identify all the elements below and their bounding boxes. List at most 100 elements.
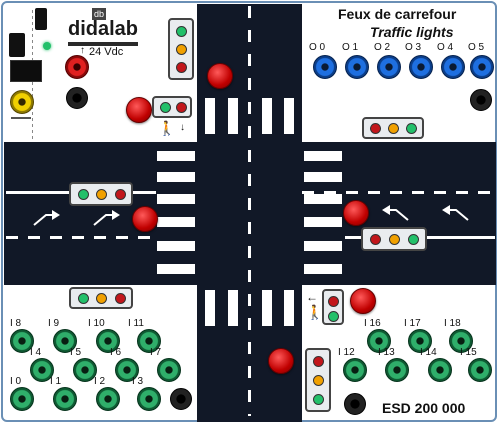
input-socket-10[interactable] — [96, 329, 120, 353]
input-label-12: I 12 — [338, 347, 355, 358]
traffic-light-east-upper — [362, 117, 424, 139]
input-socket-11[interactable] — [137, 329, 161, 353]
pedestrian-button-se[interactable] — [350, 288, 376, 314]
red-lamp — [115, 293, 126, 304]
ground-socket-bottom-left[interactable] — [170, 388, 192, 410]
input-socket-17[interactable] — [408, 329, 432, 353]
output-socket-1[interactable] — [345, 55, 369, 79]
crosswalk-left-6 — [157, 264, 195, 274]
green-lamp — [313, 394, 324, 405]
green-lamp — [408, 234, 419, 245]
power-socket-positive[interactable] — [65, 55, 89, 79]
output-label-1: O 1 — [342, 42, 359, 53]
input-label-17: I 17 — [404, 318, 421, 329]
input-socket-4[interactable] — [30, 358, 54, 382]
input-label-14: I 14 — [420, 347, 437, 358]
input-label-2: I 2 — [94, 376, 106, 387]
orange-lamp — [176, 44, 187, 55]
input-label-15: I 15 — [460, 347, 477, 358]
crosswalk-left-2 — [157, 172, 195, 182]
input-socket-18[interactable] — [449, 329, 473, 353]
input-socket-0[interactable] — [10, 387, 34, 411]
output-socket-5[interactable] — [470, 55, 494, 79]
power-socket-ground[interactable] — [66, 87, 88, 109]
orange-lamp — [313, 375, 324, 386]
input-socket-14[interactable] — [428, 358, 452, 382]
turn-right-arrow-icon — [33, 210, 60, 226]
crosswalk-left-5 — [157, 241, 195, 251]
input-label-8: I 8 — [10, 318, 22, 329]
lane-line-right-upper — [302, 191, 494, 194]
button-east[interactable] — [343, 200, 369, 226]
up-arrow-icon: ↑ — [80, 45, 85, 56]
crosswalk-left-4 — [157, 217, 195, 227]
input-socket-2[interactable] — [96, 387, 120, 411]
input-label-7: I 7 — [150, 347, 162, 358]
brand-logo-bar — [68, 42, 138, 46]
orange-lamp — [389, 234, 400, 245]
fuse-holder[interactable] — [35, 8, 47, 30]
traffic-light-north — [168, 18, 194, 80]
output-socket-4[interactable] — [441, 55, 465, 79]
power-led — [43, 42, 51, 50]
traffic-light-west — [69, 182, 133, 206]
output-label-4: O 4 — [437, 42, 454, 53]
output-label-2: O 2 — [374, 42, 391, 53]
lane-line-left-lower — [6, 236, 156, 239]
red-lamp — [115, 189, 126, 200]
lane-divider-vertical — [248, 6, 251, 416]
pedestrian-light-nw — [152, 96, 192, 118]
output-socket-3[interactable] — [409, 55, 433, 79]
input-socket-7[interactable] — [157, 358, 181, 382]
input-label-0: I 0 — [10, 376, 22, 387]
output-socket-0[interactable] — [313, 55, 337, 79]
crosswalk-right-5 — [304, 241, 342, 251]
input-socket-5[interactable] — [73, 358, 97, 382]
orange-lamp — [96, 293, 107, 304]
ground-socket-top-right[interactable] — [470, 89, 492, 111]
button-west[interactable] — [132, 206, 158, 232]
input-socket-16[interactable] — [367, 329, 391, 353]
crosswalk-top-1 — [205, 98, 215, 134]
pedestrian-icon: 🚶 — [306, 304, 324, 320]
button-north[interactable] — [207, 63, 233, 89]
power-connector[interactable] — [10, 60, 42, 82]
aux-socket[interactable] — [10, 90, 34, 114]
input-socket-9[interactable] — [53, 329, 77, 353]
brand-logo-mark: db — [92, 8, 106, 20]
ground-icon — [11, 117, 31, 127]
traffic-light-west-lower — [69, 287, 133, 309]
turn-right-arrow-icon — [93, 210, 120, 226]
red-lamp — [176, 102, 187, 113]
traffic-light-south — [305, 348, 331, 412]
red-lamp — [370, 234, 381, 245]
input-socket-3[interactable] — [137, 387, 161, 411]
crosswalk-right-2 — [304, 172, 342, 182]
input-socket-8[interactable] — [10, 329, 34, 353]
input-socket-6[interactable] — [115, 358, 139, 382]
crosswalk-bottom-1 — [205, 290, 215, 326]
turn-left-arrow-icon — [382, 205, 409, 221]
brand-name: didalab — [68, 18, 139, 40]
power-switch[interactable] — [9, 33, 25, 57]
input-label-10: I 10 — [88, 318, 105, 329]
input-socket-13[interactable] — [385, 358, 409, 382]
pedestrian-button-nw[interactable] — [126, 97, 152, 123]
input-socket-1[interactable] — [53, 387, 77, 411]
green-lamp — [78, 293, 89, 304]
output-socket-2[interactable] — [377, 55, 401, 79]
model-number: ESD 200 000 — [382, 400, 466, 416]
input-label-11: I 11 — [128, 318, 144, 329]
orange-lamp — [96, 189, 107, 200]
red-lamp — [176, 62, 187, 73]
input-socket-15[interactable] — [468, 358, 492, 382]
input-label-5: I 5 — [70, 347, 82, 358]
crosswalk-right-3 — [304, 194, 342, 204]
crosswalk-top-3 — [262, 98, 272, 134]
input-socket-12[interactable] — [343, 358, 367, 382]
button-south[interactable] — [268, 348, 294, 374]
input-label-1: I 1 — [50, 376, 62, 387]
ground-socket-bottom-right[interactable] — [344, 393, 366, 415]
pedestrian-light-se — [322, 289, 344, 325]
input-label-4: I 4 — [30, 347, 42, 358]
